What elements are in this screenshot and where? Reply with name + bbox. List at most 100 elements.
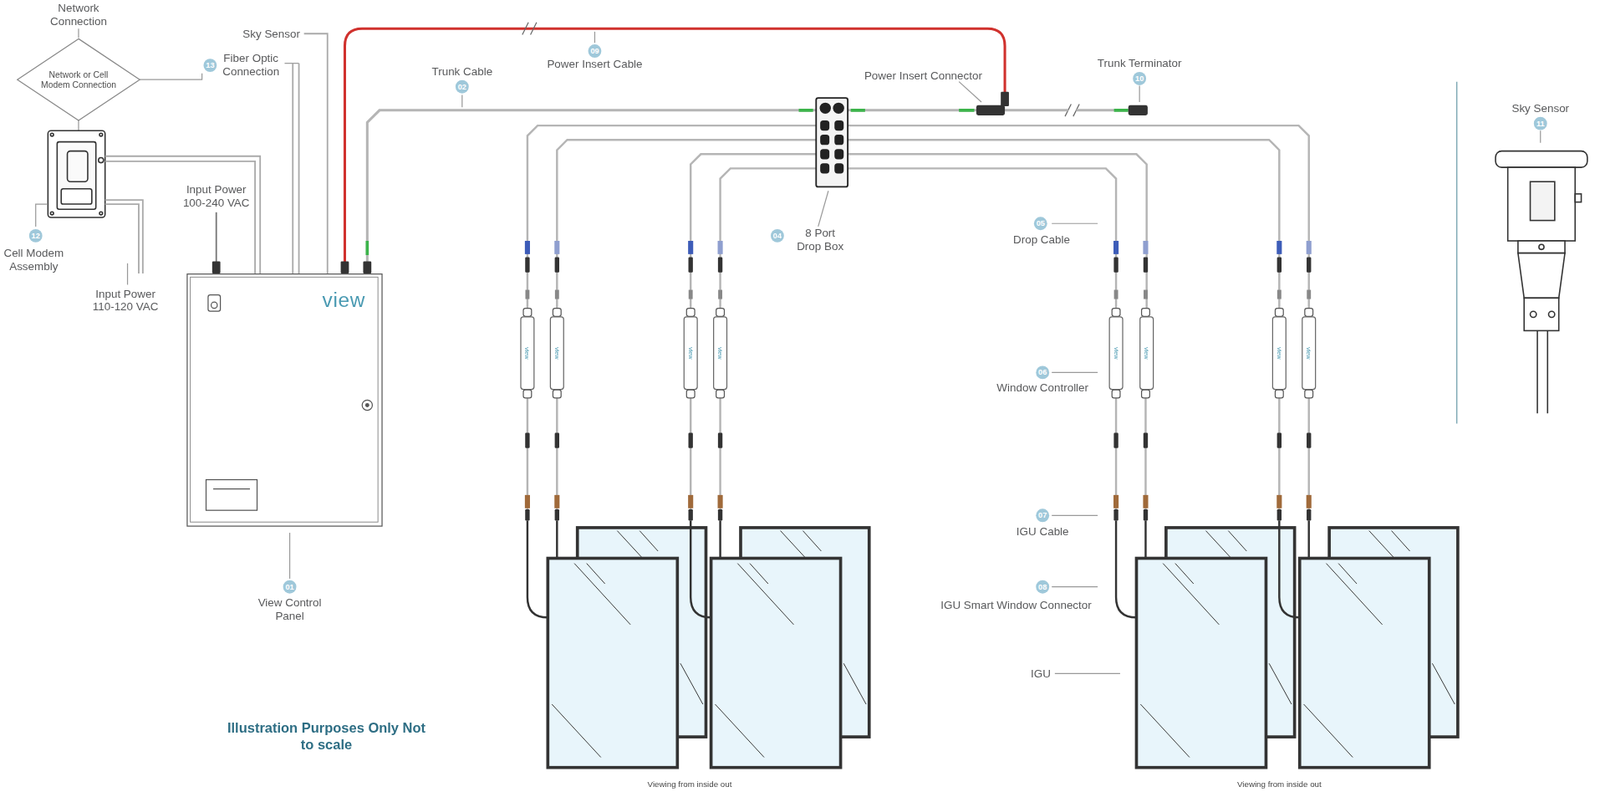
drop-box-body	[834, 134, 844, 145]
part-label: Cell Modem Assembly	[0, 246, 67, 273]
drop-box-body	[820, 134, 830, 145]
igu-pair	[1111, 240, 1295, 768]
power-insert-connector	[1000, 91, 1009, 107]
panel-details	[190, 276, 379, 522]
decision-diamond: Network or Cell Modem Connection	[17, 38, 140, 121]
panel-details	[365, 402, 370, 408]
divider-line	[1456, 81, 1458, 424]
drop-box-body	[815, 97, 848, 187]
panel-cables	[304, 33, 328, 274]
sky-sensor	[1518, 253, 1565, 299]
leader-lines	[461, 94, 463, 108]
brand-logo: view	[1276, 346, 1283, 360]
drop-cable	[847, 168, 1116, 316]
leader-lines	[35, 203, 47, 227]
sky-sensor	[1508, 167, 1576, 241]
callout-number: 07	[1035, 508, 1050, 522]
drop-box-body	[820, 120, 830, 131]
view-note: Viewing from inside out	[1237, 779, 1322, 790]
part-label: 8 Port Drop Box	[791, 226, 849, 254]
brand-logo: view	[717, 346, 724, 360]
panel-plugs	[341, 260, 350, 274]
drop-box-body	[815, 97, 848, 187]
leader-lines	[127, 263, 128, 286]
brand-logo: view	[687, 346, 694, 360]
part-label: IGU Cable	[1016, 524, 1070, 538]
network-lines	[77, 28, 79, 38]
drop-box-body	[820, 102, 831, 114]
window-controller: view	[1272, 315, 1287, 390]
callout-number: 06	[1035, 365, 1050, 379]
sky-sensor	[1537, 330, 1548, 413]
part-label: Window Controller	[996, 381, 1089, 394]
drop-box-body	[834, 120, 844, 131]
window-controller: view	[550, 315, 565, 390]
part-label: Fiber Optic Connection	[217, 50, 286, 77]
sky-sensor	[1530, 310, 1537, 317]
diamond-outline	[17, 38, 140, 121]
panel-cables	[292, 63, 299, 274]
leader-lines	[1539, 130, 1541, 143]
note-text: Illustration Purposes Only Not to scale	[219, 719, 434, 754]
part-label: Input Power 110-120 VAC	[86, 286, 164, 313]
network-lines	[77, 120, 79, 131]
drop-box-body	[820, 148, 830, 159]
callout-number: 13	[203, 58, 217, 72]
brand-logo: view	[524, 346, 530, 360]
leader-lines	[284, 62, 299, 64]
cell-modem-assembly	[50, 211, 54, 215]
drop-box-body	[820, 163, 830, 174]
trunk-terminator	[1128, 105, 1148, 116]
window-controller: view	[1139, 315, 1154, 390]
brand-logo: view	[1143, 346, 1150, 360]
panel-details	[206, 479, 258, 511]
callout-number: 08	[1035, 580, 1050, 594]
part-label: Drop Cable	[1013, 233, 1071, 246]
callout-number: 01	[283, 580, 297, 594]
panel-details	[211, 301, 218, 308]
power-insert-connector	[976, 105, 1005, 116]
power-insert-cable	[344, 28, 1005, 264]
callout-number: 11	[1533, 117, 1548, 131]
callout-number: 04	[770, 229, 785, 243]
callout-number: 09	[588, 44, 602, 58]
cell-modem-assembly	[56, 142, 96, 210]
trunk-cable	[366, 110, 816, 274]
callout-number: 12	[29, 229, 43, 243]
cell-modem-assembly	[99, 211, 103, 215]
window-controller: view	[713, 315, 728, 390]
node-label: Network or Cell Modem Connection	[34, 69, 123, 91]
part-label: View Control Panel	[248, 596, 332, 622]
cell-modem-assembly	[50, 132, 54, 137]
part-label: Input Power 100-240 VAC	[178, 183, 255, 209]
break-marks	[522, 22, 1080, 117]
part-label: Sky Sensor	[242, 27, 301, 41]
panel-details	[188, 274, 383, 525]
cell-modem-assembly	[61, 188, 92, 204]
leader-lines	[818, 190, 829, 227]
panel-plugs	[362, 260, 372, 274]
leader-lines	[1139, 86, 1141, 103]
brand-logo: view	[322, 288, 366, 312]
network-diamond-outline	[17, 38, 140, 121]
view-note: Viewing from inside out	[647, 779, 733, 790]
leader-lines	[289, 532, 291, 579]
drop-cable	[527, 125, 816, 316]
part-label: IGU Smart Window Connector	[940, 598, 1092, 612]
igu-pair	[686, 240, 869, 768]
cell-modem-assembly	[67, 151, 88, 183]
sky-sensor	[1538, 244, 1544, 250]
brand-logo: view	[554, 346, 561, 360]
window-controller: view	[519, 315, 535, 390]
break-marks	[522, 22, 537, 36]
cell-modem-assembly	[47, 130, 105, 218]
panel-cables	[105, 156, 260, 274]
cell-modem-assembly	[47, 130, 105, 218]
panel-plugs	[212, 260, 221, 274]
trunk-continuation	[366, 110, 1128, 255]
drop-cable	[690, 153, 816, 316]
panel-plugs	[212, 260, 372, 274]
drop-box-body	[834, 148, 844, 159]
part-label: Trunk Terminator	[1097, 56, 1183, 70]
